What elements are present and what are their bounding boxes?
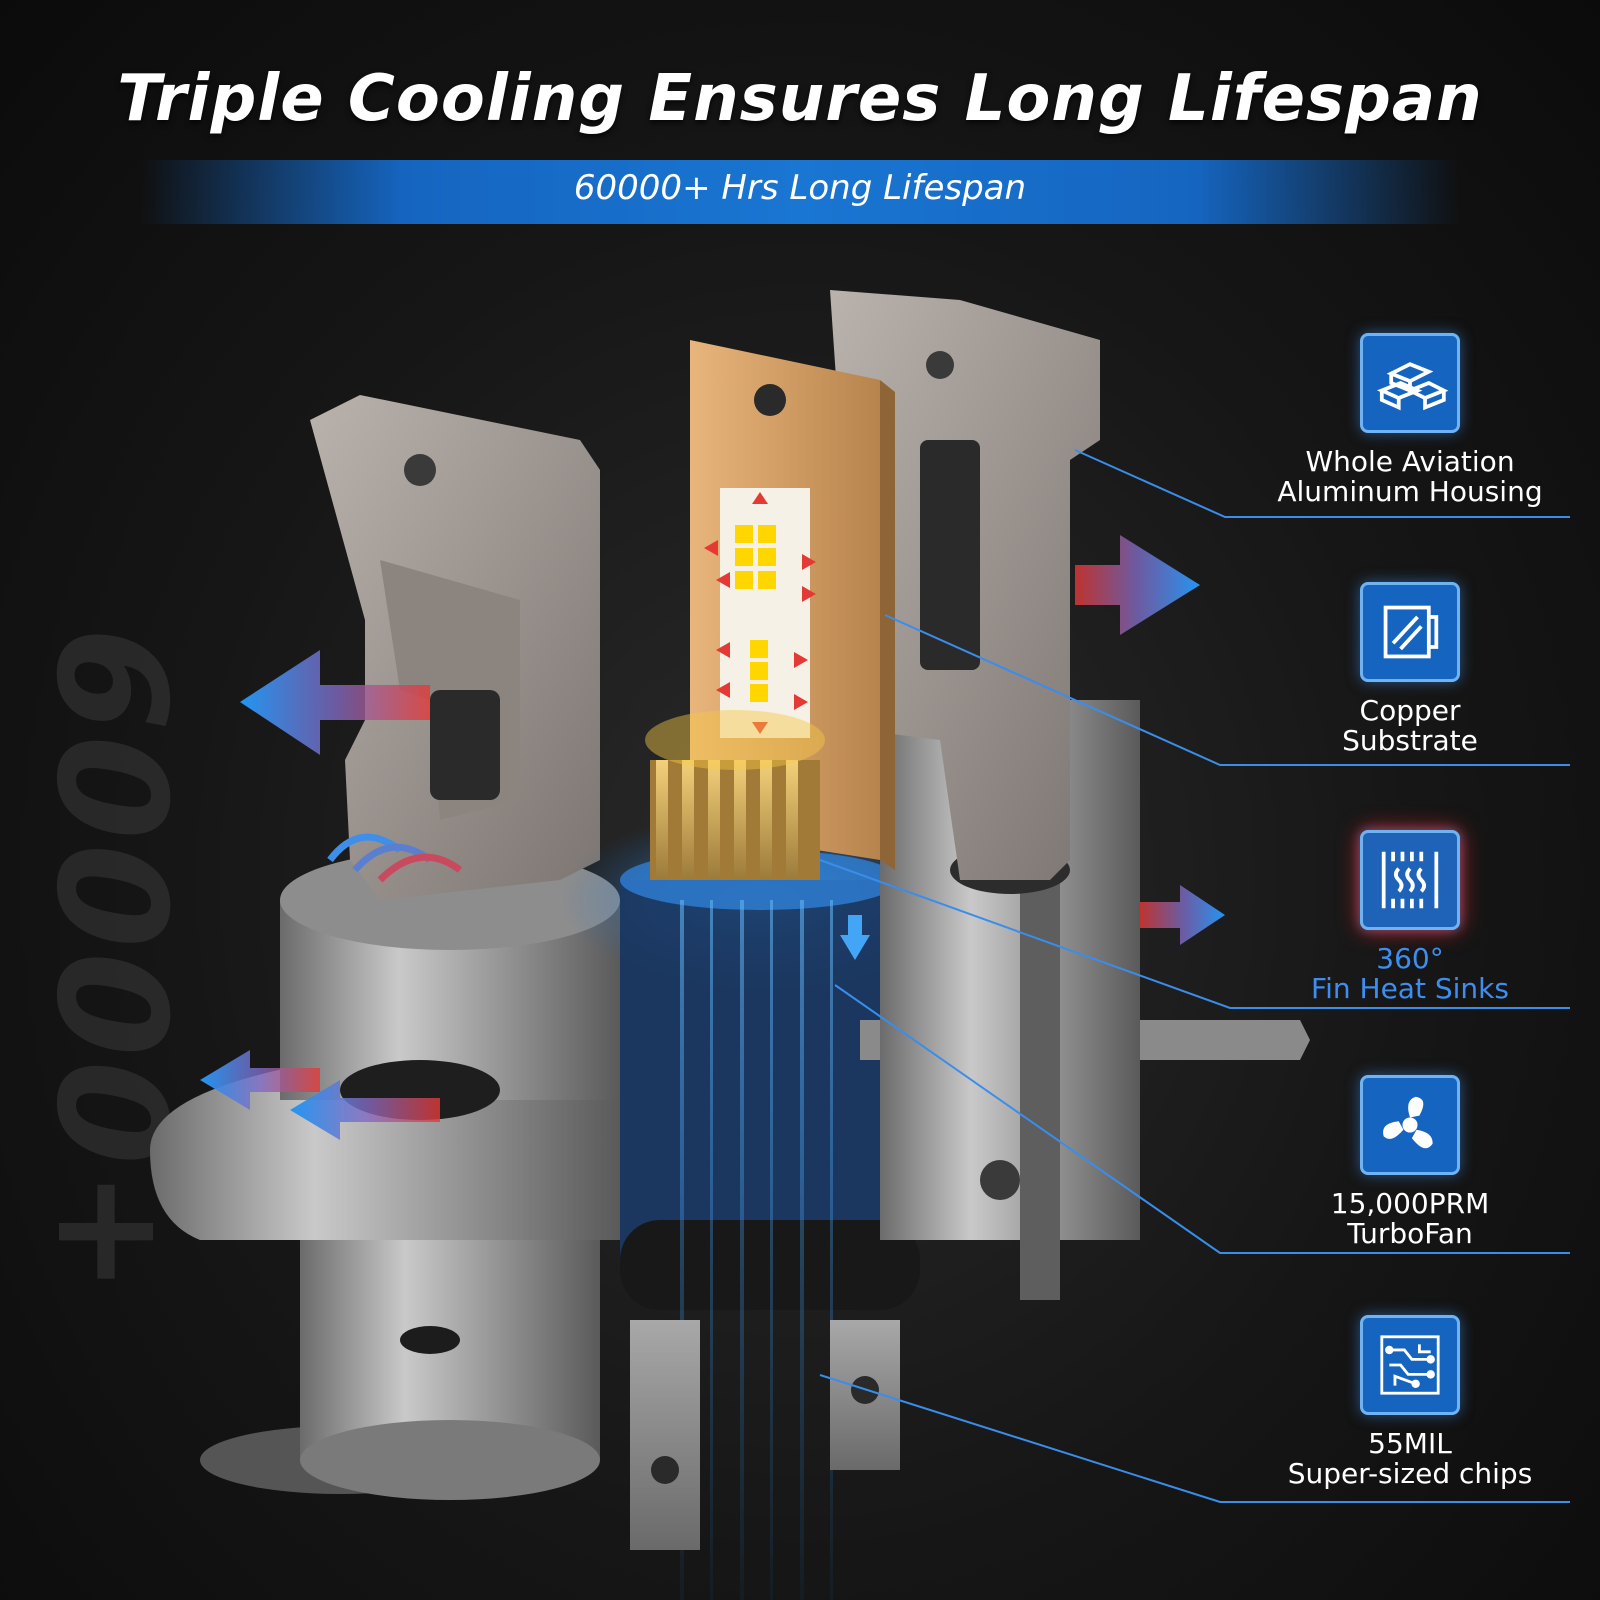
fin-heat-sink [645,710,825,880]
left-bulb-flange [150,1060,620,1240]
feature-label: Whole Aviation Aluminum Housing [1220,447,1600,507]
feature-label-line2: Substrate [1342,724,1478,757]
terminal-left [630,1320,700,1550]
aluminum-ingots-icon [1360,333,1460,433]
feature-aluminum-housing: Whole Aviation Aluminum Housing [1220,333,1600,507]
airflow-arrow-right-mid [1140,885,1225,945]
right-bracket-screw [926,351,954,379]
right-bracket-slot [920,440,980,670]
swirl-arrows [327,833,463,883]
light-beams [680,900,833,1600]
page-subtitle: 60000+ Hrs Long Lifespan [573,168,1027,208]
feature-label: Copper Substrate [1220,696,1600,756]
chip-icon [1360,1315,1460,1415]
feature-label-line1: 15,000PRM [1330,1187,1490,1220]
airflow-arrow-right-top [1075,535,1200,635]
left-bulb-notch [400,1326,460,1354]
copper-substrate-icon [1360,582,1460,682]
feature-label: 360° Fin Heat Sinks [1220,944,1600,1004]
feature-label-line2: TurboFan [1347,1217,1473,1250]
page-title: Triple Cooling Ensures Long Lifespan [117,62,1483,136]
airflow-arrow-left-low [290,1080,440,1140]
feature-copper-substrate: Copper Substrate [1220,582,1600,756]
airflow-arrow-left-mid [200,1050,320,1110]
leader-lines [819,449,1570,1503]
feature-label: 55MIL Super-sized chips [1220,1429,1600,1489]
left-bracket-screw [404,454,436,486]
left-bracket-slot [430,690,500,800]
feature-super-sized-chips: 55MIL Super-sized chips [1220,1315,1600,1489]
fin-heat-sink-icon [1360,830,1460,930]
board-hole [754,384,786,416]
feature-label: 15,000PRM TurboFan [1220,1189,1600,1249]
airflow-arrow-left-top [240,650,430,755]
feature-label-line2: Fin Heat Sinks [1311,972,1509,1005]
fan-icon [1360,1075,1460,1175]
led-heat-arrows [704,492,816,734]
feature-label-line1: 55MIL [1368,1427,1452,1460]
feature-label-line1: 360° [1376,942,1444,975]
airflow-arrows [200,535,1225,1140]
feature-fin-heat-sinks: 360° Fin Heat Sinks [1220,830,1600,1004]
feature-label-line1: Whole Aviation [1305,445,1515,478]
feature-label-line2: Super-sized chips [1287,1457,1533,1490]
feature-label-line1: Copper [1359,694,1461,727]
feature-label-line2: Aluminum Housing [1277,475,1543,508]
subtitle-band [140,160,1460,224]
feature-turbofan: 15,000PRM TurboFan [1220,1075,1600,1249]
led-chips [735,525,776,702]
